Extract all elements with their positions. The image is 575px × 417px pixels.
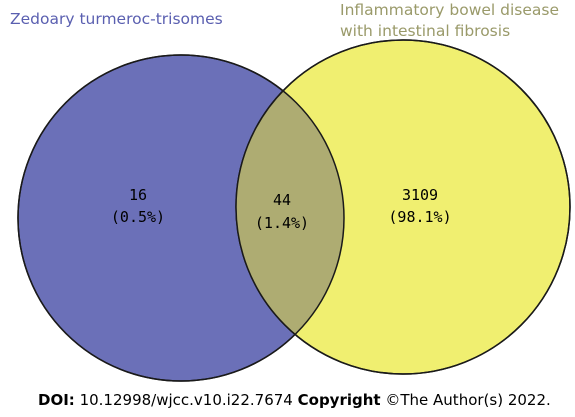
citation-footer: DOI: 10.12998/wjcc.v10.i22.7674 Copyrigh… <box>38 391 551 409</box>
set-a-outline <box>17 54 345 382</box>
set-b-label: Inflammatory bowel disease with intestin… <box>340 0 559 42</box>
set-b-label-line1: Inflammatory bowel disease <box>340 1 560 19</box>
copyright-label: Copyright <box>297 391 381 409</box>
a-only-percent: (0.5%) <box>111 208 165 226</box>
set-a-label: Zedoary turmeroc-trisomes <box>10 10 223 28</box>
b-only-count: 3109 <box>402 186 438 204</box>
overlap-count: 44 <box>273 191 291 209</box>
doi-label: DOI: <box>38 391 75 409</box>
a-only-count: 16 <box>129 186 147 204</box>
copyright-value: ©The Author(s) 2022. <box>385 391 551 409</box>
doi-value: 10.12998/wjcc.v10.i22.7674 <box>79 391 293 409</box>
overlap-percent: (1.4%) <box>255 214 309 232</box>
set-b-outline <box>235 39 571 375</box>
set-b-label-line2: with intestinal fibrosis <box>340 22 511 40</box>
b-only-percent: (98.1%) <box>388 208 451 226</box>
